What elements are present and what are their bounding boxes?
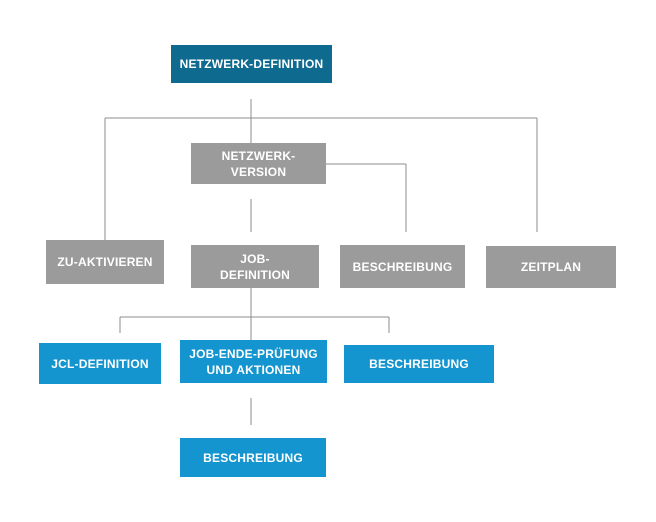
node-beschreibung-job: BESCHREIBUNG xyxy=(344,345,494,383)
node-beschreibung-version: BESCHREIBUNG xyxy=(340,245,465,288)
node-netzwerk-definition: NETZWERK-DEFINITION xyxy=(171,45,332,83)
node-zeitplan: ZEITPLAN xyxy=(486,246,616,288)
node-beschreibung-pruefung: BESCHREIBUNG xyxy=(180,438,326,477)
node-job-ende-pruefung: JOB-ENDE-PRÜFUNG UND AKTIONEN xyxy=(180,340,327,383)
node-netzwerk-version: NETZWERK- VERSION xyxy=(191,143,326,184)
node-job-definition: JOB- DEFINITION xyxy=(191,245,319,288)
node-jcl-definition: JCL-DEFINITION xyxy=(39,343,161,384)
node-zu-aktivieren: ZU-AKTIVIEREN xyxy=(46,240,164,284)
